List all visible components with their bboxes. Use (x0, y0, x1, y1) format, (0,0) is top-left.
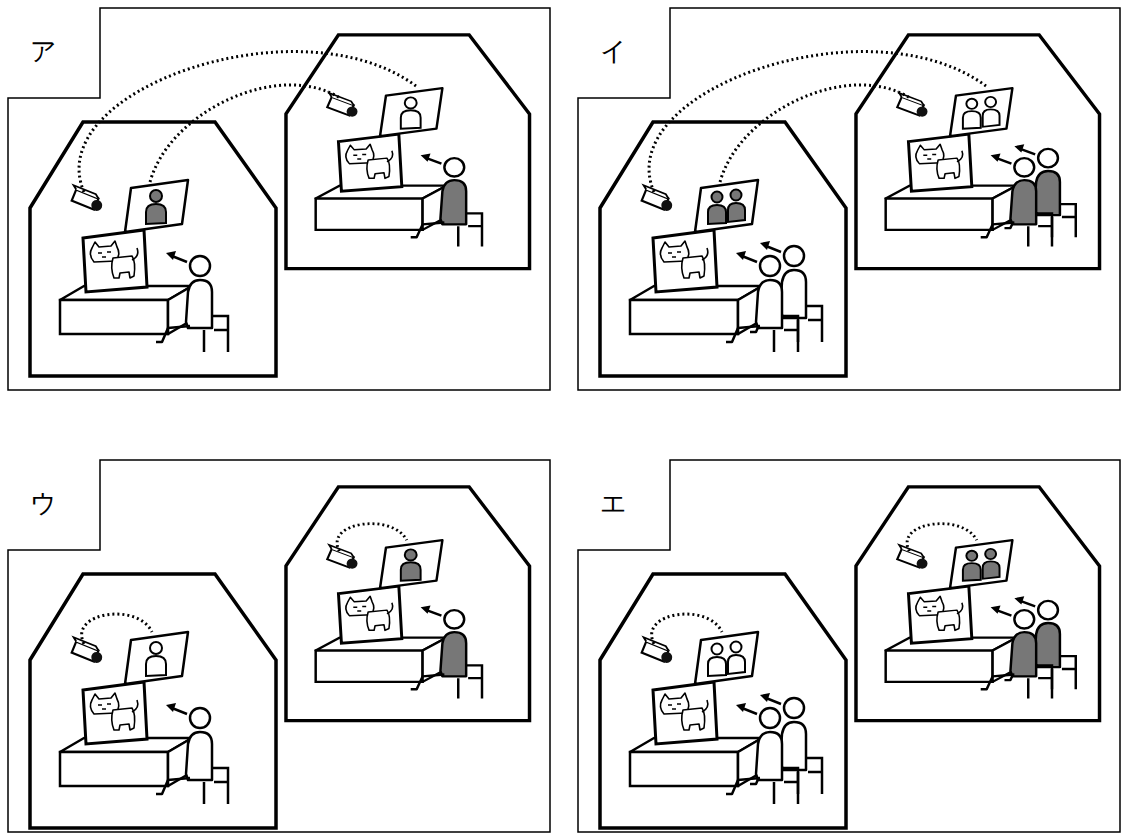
panel: エ (578, 460, 1120, 832)
panel-art (600, 487, 1100, 828)
panel: ウ (8, 460, 550, 832)
panel-label: ウ (30, 488, 57, 518)
panel-border (578, 460, 1120, 832)
panel-border (8, 8, 550, 390)
panel-border (578, 8, 1120, 390)
panel: ア (8, 8, 550, 390)
panel-frame (8, 460, 550, 832)
panel-label: エ (600, 488, 627, 518)
panel-label: ア (30, 36, 57, 66)
panel-frame (578, 460, 1120, 832)
panel-frame (578, 8, 1120, 390)
panel-label: イ (600, 36, 627, 66)
panel-border (8, 460, 550, 832)
panel-art (30, 35, 530, 376)
panel: イ (578, 8, 1120, 390)
panel-art (30, 487, 530, 828)
panel-frame (8, 8, 550, 390)
panel-art (600, 35, 1100, 376)
